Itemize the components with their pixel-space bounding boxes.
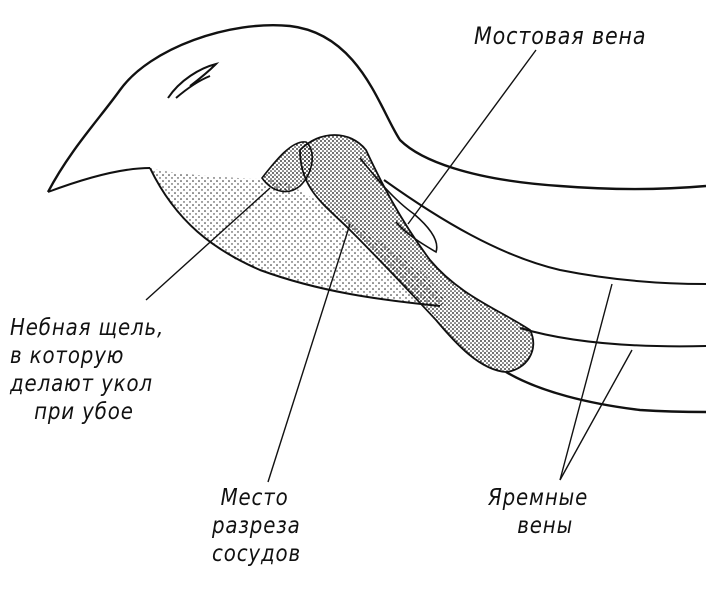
label-palatal-line-4: при убое bbox=[10, 398, 164, 426]
label-cut-site: Место разреза сосудов bbox=[212, 484, 301, 568]
label-palatal-line-2: в которую bbox=[10, 342, 164, 370]
label-bridge-vein: Мостовая вена bbox=[474, 22, 646, 50]
leader-jugular-1 bbox=[560, 284, 612, 480]
label-jugular-line-2: вены bbox=[488, 512, 588, 540]
jugular-vein-lower bbox=[520, 328, 706, 346]
label-cut-line-2: разреза bbox=[212, 512, 301, 540]
label-cut-line-1: Место bbox=[212, 484, 301, 512]
label-jugular-line-1: Яремные bbox=[488, 484, 588, 512]
head-outline bbox=[48, 25, 706, 192]
beak-lower-edge bbox=[48, 168, 150, 192]
label-palatal-line-3: делают укол bbox=[10, 370, 164, 398]
eye-mark bbox=[168, 64, 216, 98]
neck-lower-outline bbox=[506, 372, 706, 412]
label-palatal-slit: Небная щель, в которую делают укол при у… bbox=[10, 314, 164, 426]
label-bridge-vein-text: Мостовая вена bbox=[474, 22, 646, 50]
label-cut-line-3: сосудов bbox=[212, 540, 301, 568]
label-jugular-veins: Яремные вены bbox=[488, 484, 588, 540]
label-palatal-line-1: Небная щель, bbox=[10, 314, 164, 342]
leader-jugular-2 bbox=[560, 350, 632, 480]
leader-bridge-vein bbox=[408, 50, 536, 224]
